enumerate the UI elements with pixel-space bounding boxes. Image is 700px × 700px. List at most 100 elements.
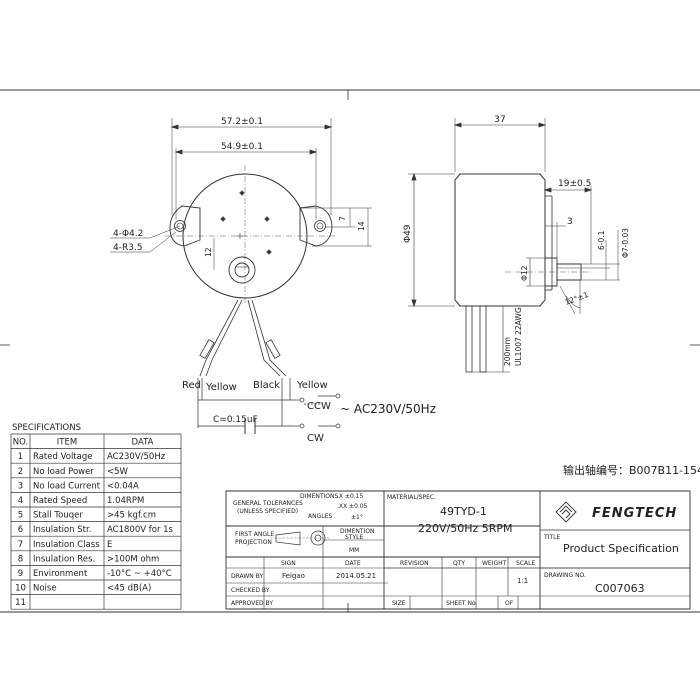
label-mount-radius: 4-R3.5 [113, 243, 143, 253]
dim-offset-12: 12 [204, 247, 213, 257]
spec-no: 4 [18, 496, 23, 506]
spec-item: Rated Speed [33, 496, 87, 506]
spec-title: SPECIFICATIONS [12, 423, 81, 433]
scale-header: SCALE [516, 560, 535, 567]
spec-item: Environment [33, 569, 88, 579]
spec-data: AC1800V for 1s [107, 525, 174, 535]
spec-data: <0.04A [107, 481, 139, 491]
spec-no: 5 [18, 511, 23, 521]
spec-data: <45 dB(A) [107, 584, 151, 594]
dim-chamfer: 12°±1 [564, 290, 590, 307]
spec-data: E [107, 540, 112, 550]
model-name: 49TYD-1 [440, 505, 487, 518]
front-view: 57.2±0.1 54.9±0.1 [110, 117, 372, 376]
spec-no: 9 [18, 569, 23, 579]
approved-by-label: APPROVED BY [231, 600, 273, 607]
projection-label: PROJECTION [235, 539, 272, 546]
dim-diameter: Φ49 [403, 224, 413, 243]
dimentions-label: DIMENTIONS [300, 493, 338, 500]
wiring-schematic [198, 378, 340, 434]
wire-red-label: Red [182, 380, 201, 391]
drawn-by-label: DRAWN BY [231, 573, 263, 580]
spec-no: 8 [18, 554, 23, 564]
dim-lead-length: 200mm [503, 337, 512, 366]
dim-hole-spacing: 54.9±0.1 [221, 142, 263, 152]
spec-item: No load Power [33, 467, 94, 477]
title-block [226, 491, 690, 609]
spec-data: AC230V/50Hz [107, 452, 166, 462]
supply-label: ~ AC230V/50Hz [340, 402, 436, 416]
of-label: OF [505, 600, 514, 607]
dim-boss-dia: Φ12 [520, 265, 529, 281]
sign-header: SIGN [281, 560, 296, 567]
model-spec: 220V/50Hz 5RPM [418, 522, 513, 535]
capacitor-label: C=0.15uF [213, 415, 258, 425]
spec-header: ITEM [57, 438, 77, 448]
wire-yellow1-label: Yellow [205, 382, 237, 393]
spec-no: 11 [15, 598, 26, 608]
wire-spec: UL1007 22AWG [514, 307, 523, 366]
material-spec-label: MATERIAL/SPEC. [387, 494, 436, 501]
dimention-style-label-1: DIMENTION [340, 528, 375, 535]
size-label: SIZE [392, 600, 406, 607]
scale-value: 1:1 [517, 577, 528, 585]
label-mount-holes: 4-Φ4.2 [113, 229, 143, 239]
part-number: 输出轴编号：B007B11-154 [563, 463, 700, 477]
checked-by-label: CHECKED BY [231, 587, 270, 594]
fengtech-logo-icon [556, 502, 576, 522]
spec-no: 10 [15, 584, 26, 594]
spec-header: DATA [132, 438, 154, 448]
spec-no: 1 [18, 452, 23, 462]
dim-offset-14: 14 [357, 221, 366, 231]
tolerance-angle: ±1° [351, 514, 363, 521]
revision-header: REVISION [400, 560, 429, 567]
spec-item: Noise [33, 584, 57, 594]
side-view: 37 Φ49 19±0.5 3 Φ12 [403, 115, 630, 372]
spec-no: 7 [18, 540, 23, 550]
dim-offset-7: 7 [338, 216, 347, 221]
first-angle-label: FIRST ANGLE [235, 531, 274, 538]
dimention-style-label-2: STYLE [345, 534, 363, 541]
spec-item: Stall Touqer [33, 511, 83, 521]
document-title: Product Specification [563, 542, 679, 555]
unless-specified-label: (UNLESS SPECIFIED) [237, 508, 298, 515]
wire-yellow2-label: Yellow [296, 380, 328, 391]
spec-no: 6 [18, 525, 23, 535]
wire-black-label: Black [253, 380, 280, 391]
sheet-no-label: SHEET No. [446, 600, 478, 607]
drawn-date: 2014.05.21 [336, 572, 376, 580]
spec-data: >45 kgf.cm [107, 511, 156, 521]
spec-item: Rated Voltage [33, 452, 92, 462]
spec-item: Insulation Str. [33, 525, 91, 535]
weight-header: WEIGHT [482, 560, 507, 567]
title-label: TITLE [543, 534, 560, 541]
cw-label: CW [307, 433, 324, 444]
spec-item: Insulation Class [33, 540, 100, 550]
specifications-table: SPECIFICATIONS NO. ITEM DATA 1 Rated Voltage… [11, 423, 181, 609]
drawing-no-label: DRAWING NO. [544, 572, 586, 579]
dim-boss-3: 3 [567, 217, 573, 227]
spec-no: 2 [18, 467, 23, 477]
title-block-text: GENERAL TOLERANCES (UNLESS SPECIFIED) DI… [231, 493, 679, 607]
general-tolerances-label: GENERAL TOLERANCES [233, 500, 303, 507]
ccw-label: CCW [307, 401, 331, 412]
date-header: DATE [345, 560, 361, 567]
qty-header: QTY [453, 560, 465, 567]
dim-shaft-flat: 6-0.1 [597, 230, 606, 250]
tolerance-x: .X ±0.15 [337, 493, 363, 500]
spec-data: <5W [107, 467, 129, 477]
spec-data: >100M ohm [107, 554, 159, 564]
unit-label: MM [349, 547, 359, 554]
dim-shaft-dia: Φ7-0.03 [621, 228, 630, 258]
spec-data: -10°C ~ +40°C [107, 569, 172, 579]
spec-data: 1.04RPM [107, 496, 144, 506]
spec-item: No load Current [33, 481, 101, 491]
dim-depth: 37 [494, 115, 505, 125]
dim-overall-width: 57.2±0.1 [221, 117, 263, 127]
spec-no: 3 [18, 481, 23, 491]
drawing-number: C007063 [595, 582, 645, 595]
spec-header: NO. [13, 438, 28, 448]
angles-label: ANGLES [308, 513, 332, 520]
company-name: FENGTECH [592, 506, 677, 521]
